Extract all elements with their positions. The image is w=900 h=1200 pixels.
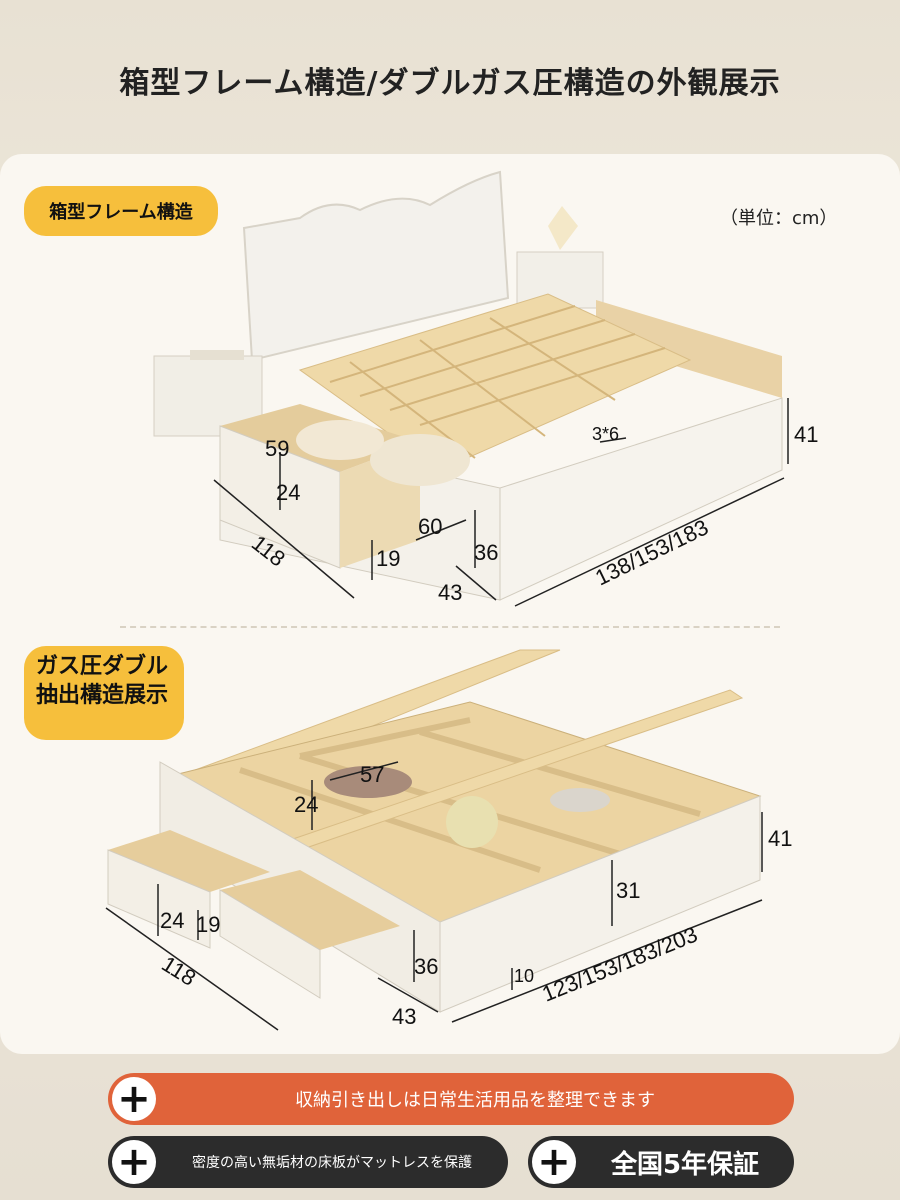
dim-label: 43	[438, 580, 462, 605]
dim-label: 41	[794, 422, 818, 447]
feature-bar: + 収納引き出しは日常生活用品を整理できます	[108, 1073, 794, 1125]
dim-label: 57	[360, 762, 384, 787]
dimension-lines-2	[105, 761, 763, 1031]
dim-label: 118	[157, 951, 200, 991]
dim-label: 59	[265, 436, 289, 461]
dim-label: 31	[616, 878, 640, 903]
bed-illustration-2	[107, 649, 762, 1013]
section-divider	[120, 626, 780, 628]
bed-illustration-1	[153, 170, 783, 601]
plus-icon: +	[112, 1077, 156, 1121]
dim-label: 36	[414, 954, 438, 979]
dim-label: 19	[376, 546, 400, 571]
feature-text: 密度の高い無垢材の床板がマットレスを保護	[192, 1155, 472, 1171]
dim-label: 24	[160, 908, 184, 933]
plus-icon: +	[112, 1140, 156, 1184]
dim-label: 19	[196, 912, 220, 937]
plus-icon: +	[532, 1140, 576, 1184]
section-label-box-frame: 箱型フレーム構造	[24, 186, 218, 236]
dim-label: 43	[392, 1004, 416, 1029]
dim-label: 36	[474, 540, 498, 565]
dim-label: 60	[418, 514, 442, 539]
section-label-gas-lift: ガス圧ダブル抽出構造展示	[24, 646, 184, 740]
dim-label: 24	[276, 480, 300, 505]
page-title: 箱型フレーム構造/ダブルガス圧構造の外観展示	[119, 66, 781, 101]
feature-text: 全国5年保証	[610, 1149, 760, 1180]
dim-label: 41	[768, 826, 792, 851]
feature-text: 収納引き出しは日常生活用品を整理できます	[295, 1090, 655, 1111]
feature-bar: + 密度の高い無垢材の床板がマットレスを保護	[108, 1136, 508, 1188]
dim-label: 3*6	[592, 424, 619, 444]
unit-label: （単位：cm）	[720, 208, 838, 229]
feature-bar: + 全国5年保証	[528, 1136, 794, 1188]
dimension-lines-1	[213, 398, 789, 607]
dim-label: 10	[514, 966, 534, 986]
dim-label: 24	[294, 792, 318, 817]
